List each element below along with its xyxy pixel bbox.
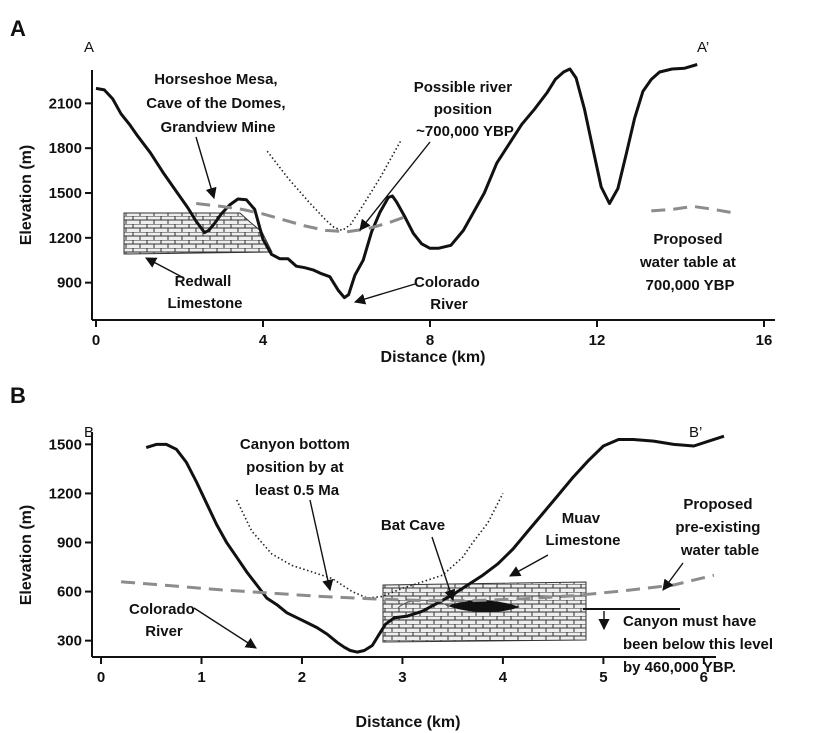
annotation-horseshoe-mesa: Horseshoe Mesa, Cave of the Domes, Grand… bbox=[146, 71, 289, 136]
x-tick-label: 8 bbox=[426, 332, 434, 349]
y-tick-label: 2100 bbox=[49, 95, 82, 112]
x-tick-label: 1 bbox=[197, 669, 205, 686]
arrow-pre-existing-water-table bbox=[662, 562, 684, 591]
x-tick-label: 16 bbox=[756, 332, 773, 349]
panel-b-elevation-profile bbox=[145, 434, 725, 654]
y-tick-label: 900 bbox=[57, 275, 82, 292]
panel-a-y-axis-title: Elevation (m) bbox=[18, 145, 35, 245]
section-a-start: A bbox=[84, 39, 94, 56]
panel-a-water-table bbox=[196, 202, 406, 234]
y-tick-label: 300 bbox=[57, 633, 82, 650]
bat-cave-outline bbox=[397, 599, 449, 609]
arrow-colorado-river-b bbox=[193, 607, 257, 649]
y-tick-label: 1200 bbox=[49, 485, 82, 502]
panel-b-letter: B bbox=[10, 383, 26, 408]
annotation-proposed-water-table: Proposed water table at 700,000 YBP bbox=[639, 231, 740, 294]
x-tick-label: 0 bbox=[97, 669, 105, 686]
panel-a-water-table-legend-line bbox=[651, 204, 731, 214]
panel-b-water-table bbox=[120, 573, 715, 603]
panel-b-canyon-bottom-position bbox=[235, 493, 504, 599]
x-tick-label: 6 bbox=[700, 669, 708, 686]
y-tick-label: 1200 bbox=[49, 230, 82, 247]
x-tick-label: 4 bbox=[259, 332, 268, 349]
annotation-possible-river: Possible river position ~700,000 YBP bbox=[414, 79, 517, 140]
arrow-colorado-river-a bbox=[353, 283, 416, 305]
bat-cave bbox=[448, 600, 520, 613]
panel-a-elevation-profile bbox=[95, 63, 698, 300]
x-tick-label: 2 bbox=[298, 669, 306, 686]
annotation-bat-cave: Bat Cave bbox=[381, 517, 445, 534]
redwall-limestone-unit bbox=[123, 212, 273, 255]
y-tick-label: 1500 bbox=[49, 436, 82, 453]
x-tick-label: 12 bbox=[589, 332, 606, 349]
x-tick-label: 4 bbox=[499, 669, 508, 686]
y-tick-label: 1500 bbox=[49, 185, 82, 202]
annotation-colorado-river-a: Colorado River bbox=[414, 274, 484, 313]
arrow-bat-cave bbox=[431, 536, 456, 602]
panel-a-possible-river-position bbox=[266, 140, 402, 232]
annotation-proposed-pre-existing-water-table: Proposed pre-existing water table bbox=[675, 496, 764, 559]
section-a-end: A’ bbox=[697, 39, 709, 56]
panel-a-letter: A bbox=[10, 16, 26, 41]
annotation-redwall-limestone: Redwall Limestone bbox=[167, 273, 242, 312]
annotation-canyon-bottom: Canyon bottom position by at least 0.5 M… bbox=[240, 436, 354, 499]
arrow-horseshoe-mesa bbox=[195, 136, 217, 200]
panel-a: A A A’ 0 4 8 12 16 900 1200 1500 1800 2100 Distan… bbox=[10, 16, 775, 366]
section-b-start: B bbox=[84, 424, 94, 441]
annotation-colorado-river-b: Colorado River bbox=[129, 601, 199, 640]
section-b-end: B’ bbox=[689, 424, 702, 441]
arrow-redwall-limestone bbox=[145, 257, 183, 278]
panel-b-ticks: 0 1 2 3 4 5 6 300 600 900 1200 1500 bbox=[49, 436, 708, 686]
arrow-possible-river bbox=[359, 141, 431, 231]
annotation-muav-limestone: Muav Limestone bbox=[545, 510, 620, 549]
panel-b: B B B’ 0 1 2 3 4 5 6 300 600 900 1200 1500 Distance… bbox=[10, 383, 777, 731]
arrow-muav-limestone bbox=[509, 554, 549, 577]
annotation-canyon-must-have: Canyon must have been below this level b… bbox=[623, 613, 777, 676]
x-tick-label: 5 bbox=[599, 669, 607, 686]
y-tick-label: 600 bbox=[57, 584, 82, 601]
y-tick-label: 1800 bbox=[49, 140, 82, 157]
panel-a-x-axis-title: Distance (km) bbox=[381, 349, 486, 366]
arrow-canyon-bottom bbox=[309, 499, 334, 592]
y-tick-label: 900 bbox=[57, 535, 82, 552]
panel-b-y-axis-title: Elevation (m) bbox=[18, 505, 35, 605]
x-tick-label: 3 bbox=[398, 669, 406, 686]
x-tick-label: 0 bbox=[92, 332, 100, 349]
panel-a-ticks: 0 4 8 12 16 900 1200 1500 1800 2100 bbox=[49, 95, 773, 349]
panel-b-x-axis-title: Distance (km) bbox=[356, 714, 461, 731]
